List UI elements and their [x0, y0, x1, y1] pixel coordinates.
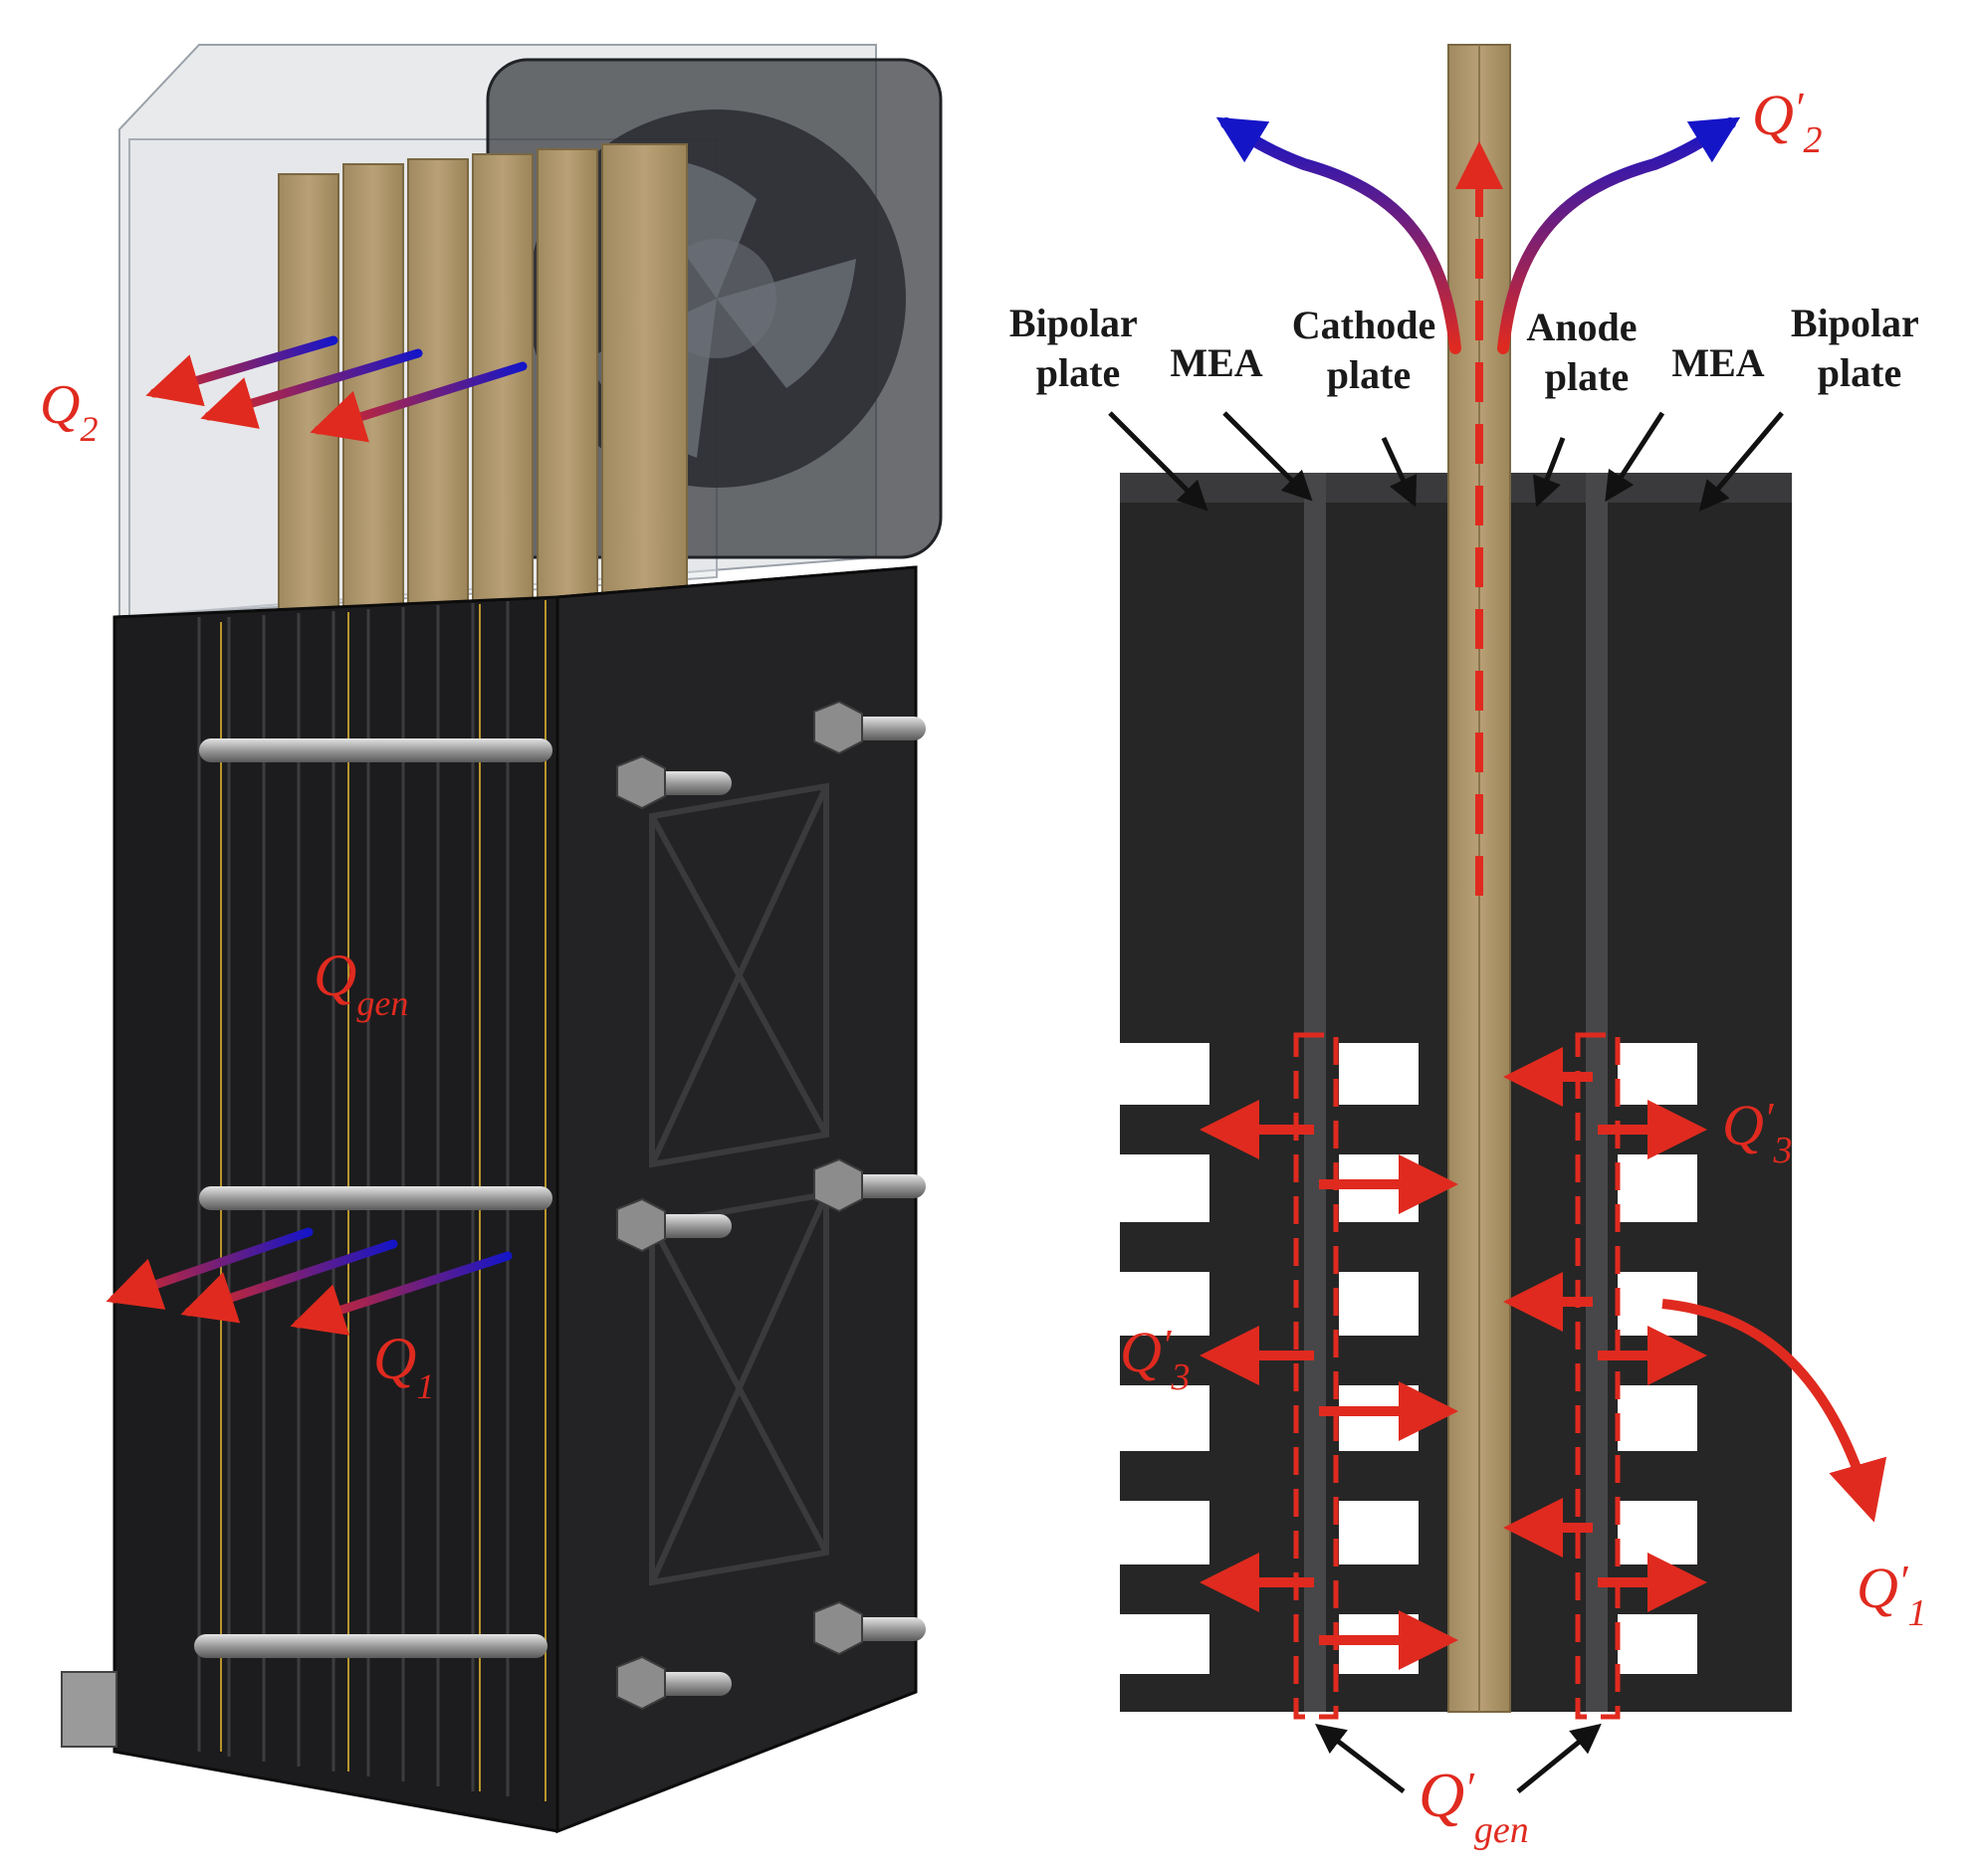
anode-inward-arrows — [1319, 1047, 1593, 1670]
end-plate-ribs — [649, 782, 829, 1586]
q2-prime-label: Q′2 — [1752, 83, 1823, 161]
q2-label: Q2 — [40, 374, 98, 449]
cross-section — [1120, 44, 1792, 1713]
label-anode-plate: Anode plate — [1526, 305, 1646, 399]
q1p-flow-arrow — [1661, 1299, 1887, 1523]
q1-label: Q1 — [373, 1326, 434, 1406]
label-cathode-plate: Cathode plate — [1292, 303, 1445, 397]
q2p-flow-arrows — [1215, 116, 1741, 354]
qgen-prime-label: Q′gen — [1419, 1760, 1529, 1851]
bipolar-left-channels — [1120, 1043, 1209, 1674]
connector — [61, 1671, 117, 1748]
layer-pointers — [1108, 411, 1784, 1793]
cathode-channels — [1339, 1043, 1419, 1674]
label-mea-right: MEA — [1671, 340, 1764, 385]
label-mea-left: MEA — [1170, 340, 1262, 385]
q3-prime-label-left: Q′3 — [1120, 1320, 1191, 1398]
nut-icons — [616, 700, 863, 1711]
q1-heat-arrows — [106, 1227, 513, 1336]
q2-heat-arrows — [145, 335, 528, 443]
fuel-cell-stack-render — [61, 44, 943, 1834]
q1-prime-label: Q′1 — [1857, 1556, 1927, 1634]
bipolar-right-channels — [1618, 1043, 1697, 1674]
qgen-label: Qgen — [314, 942, 408, 1023]
q3-prime-label-right: Q′3 — [1722, 1093, 1793, 1171]
label-bipolar-left: Bipolar plate — [1009, 301, 1147, 395]
label-bipolar-right: Bipolar plate — [1791, 301, 1928, 395]
mea-left-strip — [1304, 473, 1326, 1712]
q3p-heat-arrows — [1200, 1100, 1707, 1612]
mea-right-strip — [1586, 473, 1608, 1712]
heat-generation-zones — [1293, 1032, 1621, 1720]
